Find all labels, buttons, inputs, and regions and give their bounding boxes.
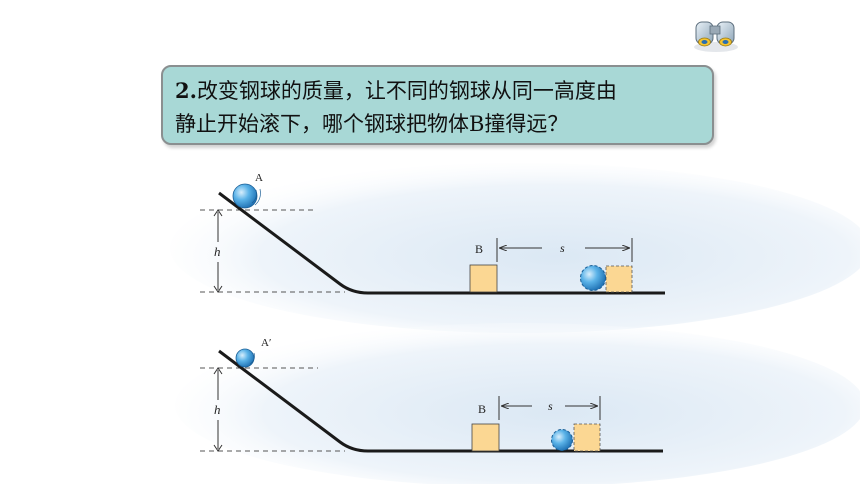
ball-a-prime-label: A′ [261,337,271,349]
ball-a [232,183,258,209]
block-b [471,423,500,452]
distance-label: s [560,241,565,255]
ball-a-prime [235,348,255,368]
block-b-label: B [478,402,486,416]
background-glow [175,323,860,484]
question-number: 2. [175,78,197,103]
diagram-top: h A B s [170,163,860,333]
question-line-2: 静止开始滚下，哪个钢球把物体B撞得远？ [175,112,569,136]
ramp [218,349,663,453]
diagram-bottom: h A′ B s [175,323,860,484]
binoculars-icon [694,21,738,52]
ball-a-label: A [255,172,263,184]
height-label: h [214,244,221,259]
ball-a-prime-final [551,429,573,451]
ramp [218,191,665,295]
question-box: 2.改变钢球的质量，让不同的钢球从同一高度由 静止开始滚下，哪个钢球把物体B撞得… [161,65,714,145]
question-text-1: 改变钢球的质量，让不同的钢球从同一高度由 [196,79,617,103]
block-b-label: B [475,242,483,256]
ball-a-final [580,265,606,291]
question-line-1: 2.改变钢球的质量，让不同的钢球从同一高度由 [175,74,700,108]
block-b-moved [605,265,633,293]
block-b [469,264,498,293]
distance-label: s [548,399,553,413]
block-b-moved [573,423,601,452]
height-label: h [214,402,221,417]
